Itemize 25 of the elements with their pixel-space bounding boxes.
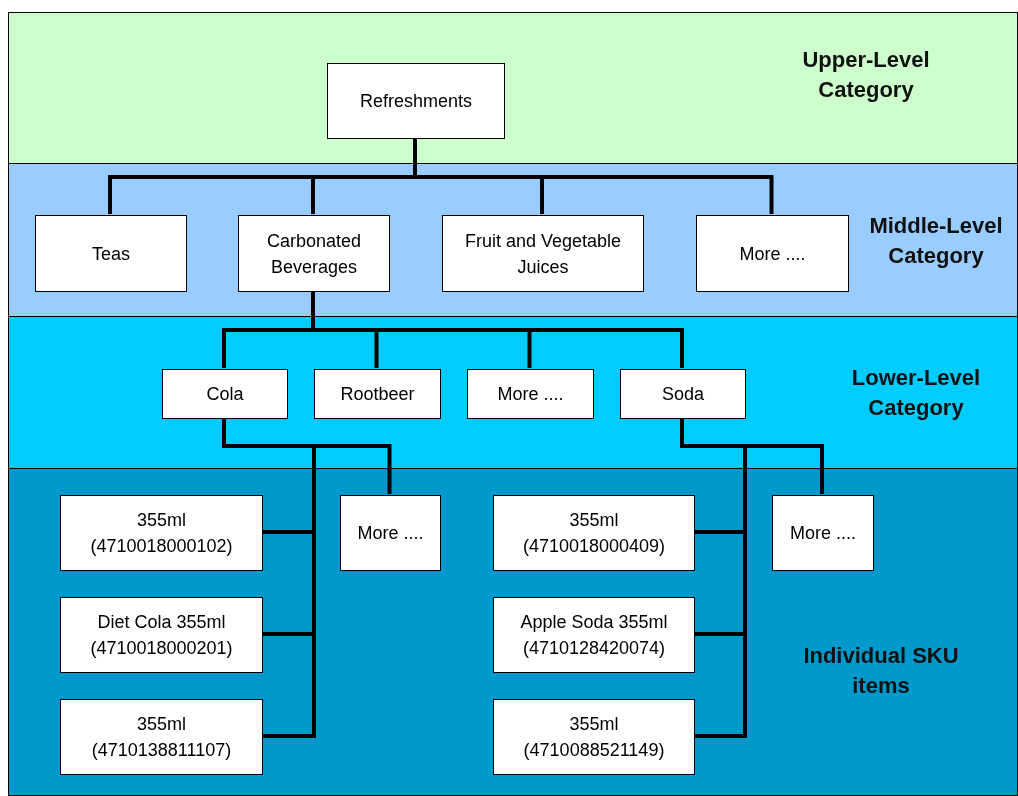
level-heading: Upper-Level Category: [801, 46, 931, 104]
category-box: Cola: [162, 369, 288, 419]
category-box: Carbonated Beverages: [238, 215, 390, 292]
category-box: 355ml (4710088521149): [493, 699, 695, 775]
category-box: Teas: [35, 215, 187, 292]
level-heading: Individual SKU items: [802, 642, 960, 700]
category-box: Refreshments: [327, 63, 505, 139]
category-box: 355ml (4710018000102): [60, 495, 263, 571]
category-box: Soda: [620, 369, 746, 419]
category-box: More ....: [772, 495, 874, 571]
category-box: Diet Cola 355ml (4710018000201): [60, 597, 263, 673]
category-box: More ....: [696, 215, 849, 292]
level-band: [8, 12, 1018, 164]
category-box: More ....: [467, 369, 594, 419]
level-band: [8, 316, 1018, 469]
level-band: [8, 468, 1018, 796]
category-box: 355ml (4710138811107): [60, 699, 263, 775]
category-box: 355ml (4710018000409): [493, 495, 695, 571]
level-heading: Middle-Level Category: [868, 212, 1004, 270]
category-box: Fruit and Vegetable Juices: [442, 215, 644, 292]
category-box: More ....: [340, 495, 441, 571]
level-heading: Lower-Level Category: [850, 364, 982, 422]
level-band: [8, 163, 1018, 317]
category-box: Apple Soda 355ml (4710128420074): [493, 597, 695, 673]
category-box: Rootbeer: [314, 369, 441, 419]
